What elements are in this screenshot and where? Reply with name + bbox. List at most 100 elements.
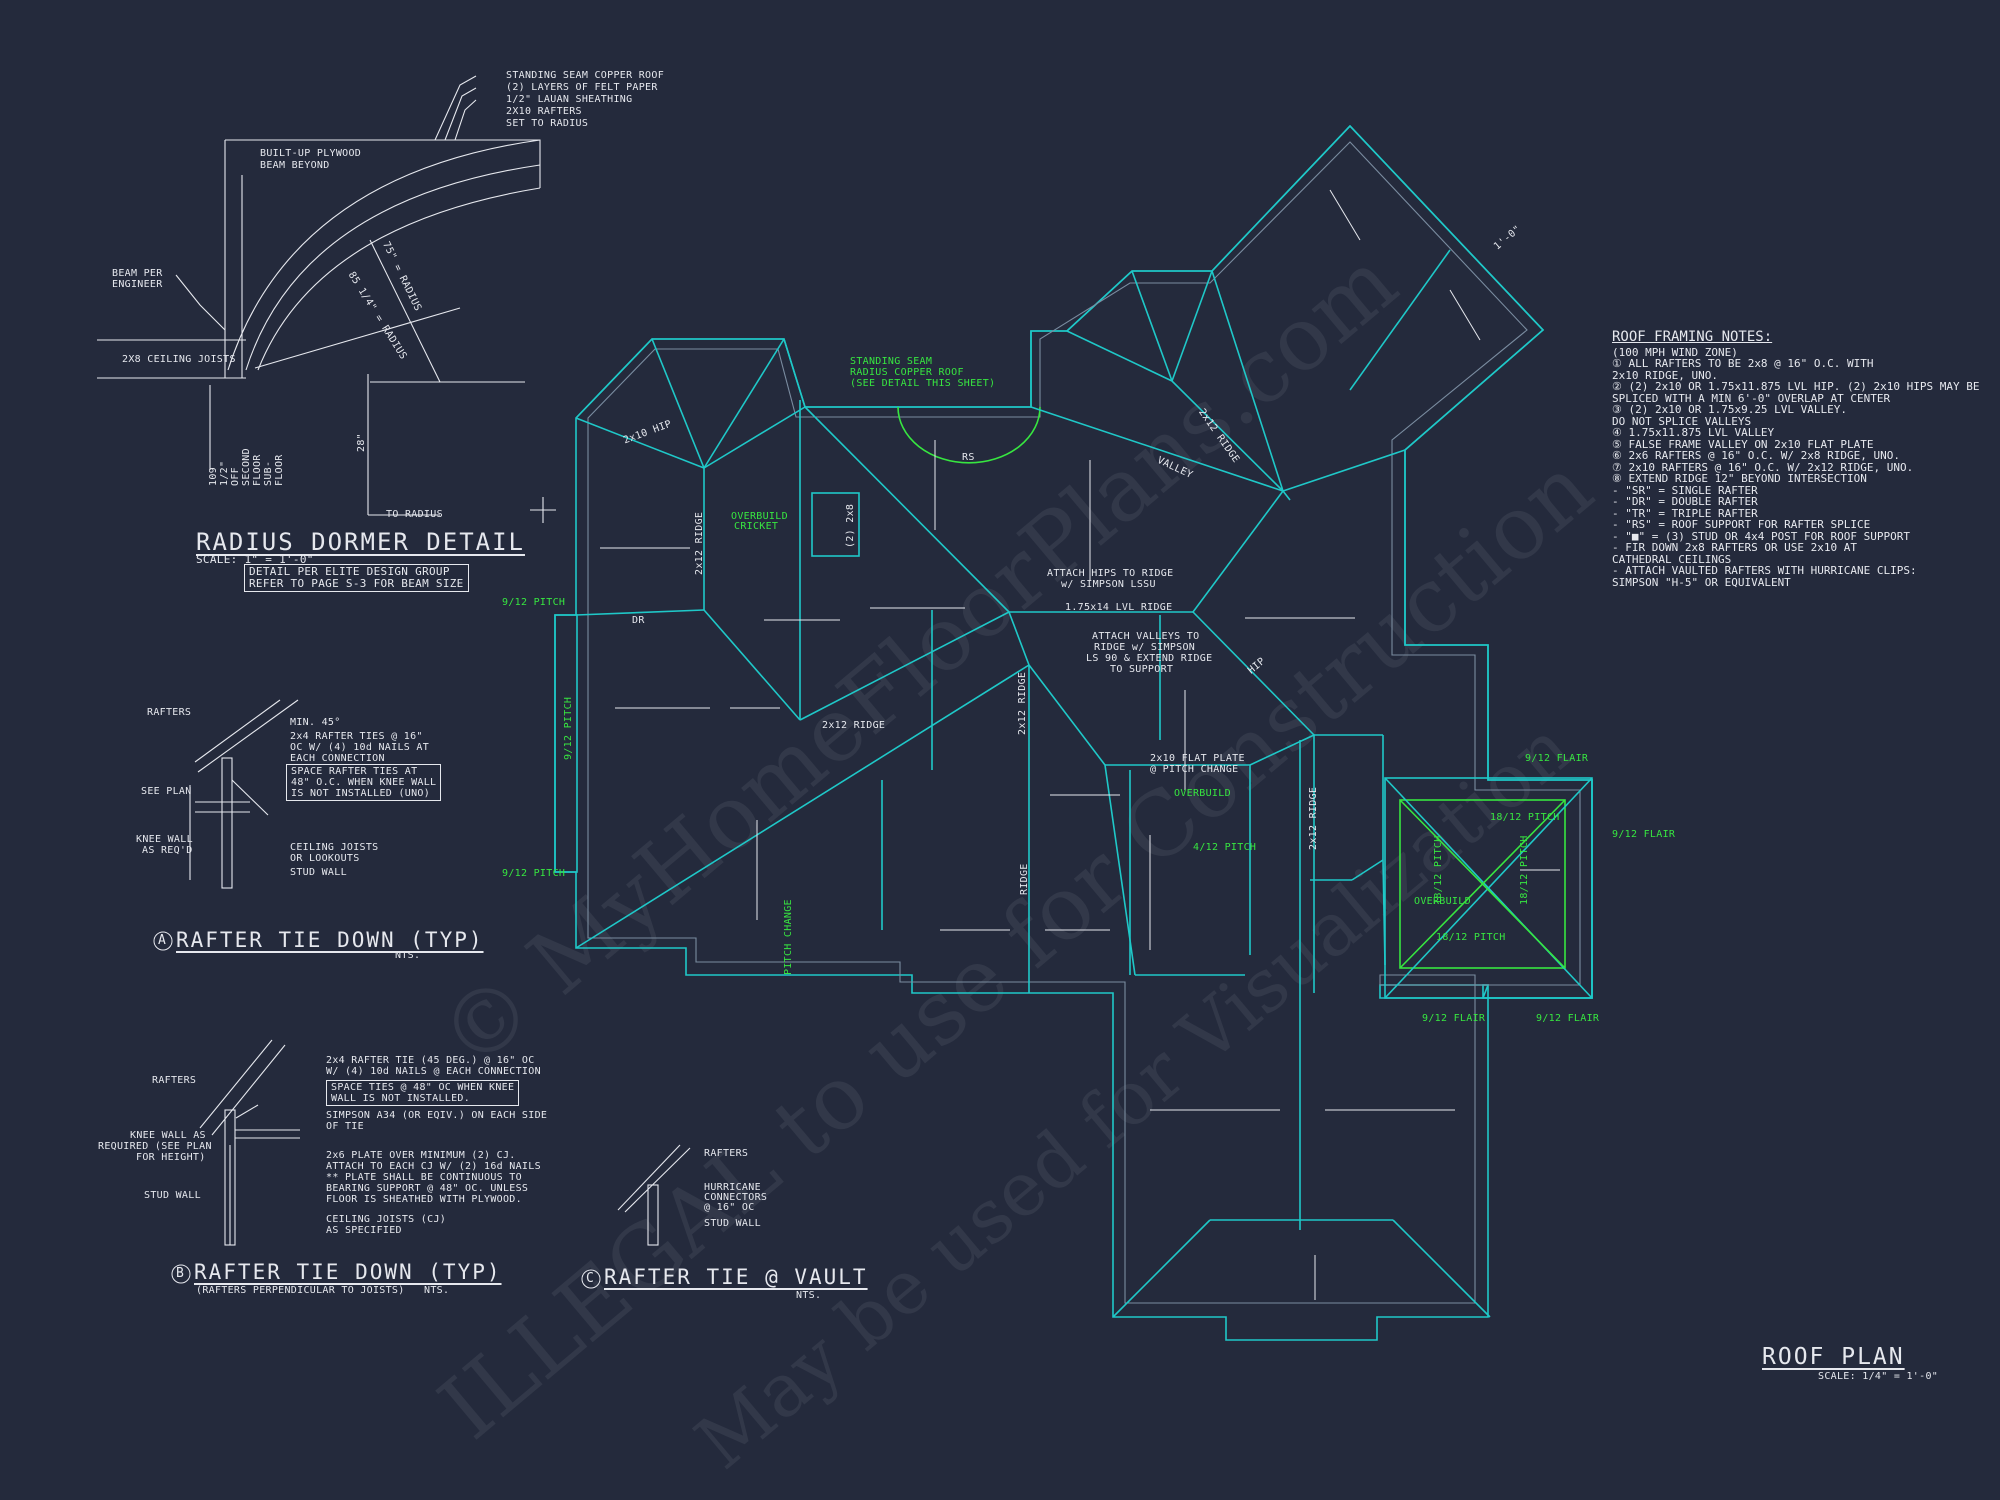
detail-a-knee-1: KNEE WALL <box>136 834 193 845</box>
detail-c-hurricane-3: @ 16" OC <box>704 1202 755 1213</box>
detail-c-title: RAFTER TIE @ VAULT <box>604 1265 868 1289</box>
label-two-2x8: (2) 2x8 <box>845 503 856 548</box>
notes-line: ⑧ EXTEND RIDGE 12" BEYOND INTERSECTION <box>1612 472 1867 485</box>
label-attach-valleys-4: TO SUPPORT <box>1110 664 1174 675</box>
detail-c-hurricane-2: CONNECTORS <box>704 1192 768 1203</box>
label-flair-bot-right: 9/12 FLAIR <box>1536 1013 1600 1024</box>
detail-b-simpson-2: OF TIE <box>326 1121 364 1132</box>
label-flair-top: 9/12 FLAIR <box>1525 753 1589 764</box>
detail-c-marker: C <box>586 1271 595 1286</box>
detail-b-space-2: WALL IS NOT INSTALLED. <box>331 1093 471 1104</box>
notes-line: ③ (2) 2x10 OR 1.75x9.25 LVL VALLEY. <box>1612 403 1848 416</box>
label-flat-plate-1: 2x10 FLAT PLATE <box>1150 753 1245 764</box>
detail-c-hurricane-1: HURRICANE <box>704 1182 761 1193</box>
detail-b-subtitle: (RAFTERS PERPENDICULAR TO JOISTS) <box>196 1285 405 1296</box>
detail-b-plate-4: BEARING SUPPORT @ 48" OC. UNLESS <box>326 1183 529 1194</box>
notes-line: ② (2) 2x10 OR 1.75x11.875 LVL HIP. (2) 2… <box>1612 380 1980 393</box>
detail-a-scale: NTS. <box>395 950 421 961</box>
detail-c-scale: NTS. <box>796 1290 822 1301</box>
detail-a-rafters: RAFTERS <box>147 707 192 718</box>
label-ridge-2x12-b: 2x12 RIDGE <box>694 511 705 575</box>
dormer-callout-3: 1/2" LAUAN SHEATHING <box>506 94 633 105</box>
detail-a-ties-2: OC W/ (4) 10d NAILS AT <box>290 742 430 753</box>
detail-b-knee-3: FOR HEIGHT) <box>136 1152 206 1163</box>
notes-line: (100 MPH WIND ZONE) <box>1612 345 1738 359</box>
dormer-to-radius: TO RADIUS <box>386 509 443 520</box>
notes-line: ④ 1.75x11.875 LVL VALLEY <box>1612 426 1775 439</box>
notes-line: - FIR DOWN 2x8 RAFTERS OR USE 2x10 AT <box>1612 541 1858 554</box>
label-standing-seam-3: (SEE DETAIL THIS SHEET) <box>850 378 996 389</box>
radius-dormer-note-2: REFER TO PAGE S-3 FOR BEAM SIZE <box>249 577 464 590</box>
dormer-dim-side: 109 1/2" OFF SECOND FLOOR SUB-FLOOR <box>208 448 285 486</box>
label-ridge-2x12-a: 2x12 RIDGE <box>822 720 886 731</box>
detail-a-stud: STUD WALL <box>290 867 347 878</box>
detail-b-marker: B <box>176 1266 185 1281</box>
detail-a-see-plan: SEE PLAN <box>141 786 192 797</box>
notes-title: ROOF FRAMING NOTES: <box>1612 329 1773 345</box>
dormer-dim-vertical: 28" <box>356 433 367 452</box>
dormer-callout-1: STANDING SEAM COPPER ROOF <box>506 70 665 81</box>
label-pitch-18-top: 18/12 PITCH <box>1490 812 1560 823</box>
label-pitch-18-left: 18/12 PITCH <box>1433 835 1444 905</box>
label-ridge-2x12-d: 2x12 RIDGE <box>1017 671 1028 735</box>
detail-c-rafters: RAFTERS <box>704 1148 749 1159</box>
notes-line: ⑦ 2x10 RAFTERS @ 16" O.C. W/ 2x12 RIDGE,… <box>1612 460 1914 474</box>
label-pitch-18-right: 18/12 PITCH <box>1519 835 1530 905</box>
detail-b-ceiling-2: AS SPECIFIED <box>326 1225 402 1236</box>
label-standing-seam-2: RADIUS COPPER ROOF <box>850 367 964 378</box>
notes-line: - "DR" = DOUBLE RAFTER <box>1612 495 1758 508</box>
radius-dormer-note-1: DETAIL PER ELITE DESIGN GROUP <box>249 565 450 578</box>
notes-line: 2x10 RIDGE, UNO. <box>1612 368 1718 382</box>
dormer-beam-1: BUILT-UP PLYWOOD <box>260 148 362 159</box>
label-pitch-change: PITCH CHANGE <box>783 899 794 975</box>
label-attach-valleys-2: RIDGE w/ SIMPSON <box>1094 642 1196 653</box>
roof-framing-notes: ROOF FRAMING NOTES: (100 MPH WIND ZONE) … <box>1612 329 1980 588</box>
label-ridge-2x12-e: 2x12 RIDGE <box>1308 786 1319 850</box>
dormer-callout-4: 2X10 RAFTERS <box>506 106 582 117</box>
label-pitch-left-side: 9/12 PITCH <box>563 696 574 760</box>
label-pitch-18-bot: 18/12 PITCH <box>1436 932 1506 943</box>
label-overbuild-2: OVERBUILD <box>1414 896 1471 907</box>
label-flat-plate-2: @ PITCH CHANGE <box>1150 764 1239 775</box>
notes-line: CATHEDRAL CEILINGS <box>1612 552 1732 566</box>
detail-b-ceiling-1: CEILING JOISTS (CJ) <box>326 1214 447 1225</box>
notes-line: DO NOT SPLICE VALLEYS <box>1612 414 1752 428</box>
detail-b-space-1: SPACE TIES @ 48" OC WHEN KNEE <box>331 1082 515 1093</box>
label-attach-hips-2: w/ SIMPSON LSSU <box>1061 579 1156 590</box>
detail-a-marker: A <box>158 933 167 948</box>
radius-dormer-note: DETAIL PER ELITE DESIGN GROUP REFER TO P… <box>244 564 469 592</box>
label-flair-right: 9/12 FLAIR <box>1612 829 1676 840</box>
detail-b-tie-2: W/ (4) 10d NAILS @ EACH CONNECTION <box>326 1066 541 1077</box>
notes-line: ⑤ FALSE FRAME VALLEY ON 2x10 FLAT PLATE <box>1612 437 1874 451</box>
detail-a-space-1: SPACE RAFTER TIES AT <box>291 766 418 777</box>
detail-a-ceiling-1: CEILING JOISTS <box>290 842 379 853</box>
label-pitch-4-12: 4/12 PITCH <box>1193 842 1257 853</box>
dormer-callout-2: (2) LAYERS OF FELT PAPER <box>506 82 658 93</box>
radius-dormer-title: RADIUS DORMER DETAIL <box>196 528 525 556</box>
notes-line: - "SR" = SINGLE RAFTER <box>1612 483 1758 497</box>
detail-a-title: RAFTER TIE DOWN (TYP) <box>176 928 484 952</box>
detail-a-knee-2: AS REQ'D <box>142 845 193 856</box>
label-rs: RS <box>962 452 975 463</box>
dormer-callout-5: SET TO RADIUS <box>506 118 589 129</box>
dormer-engineer-2: ENGINEER <box>112 279 163 290</box>
label-flair-bot-left: 9/12 FLAIR <box>1422 1013 1486 1024</box>
label-standing-seam-1: STANDING SEAM <box>850 356 933 367</box>
detail-a-ceiling-2: OR LOOKOUTS <box>290 853 360 864</box>
notes-line: SPLICED WITH A MIN 6'-0" OVERLAP AT CENT… <box>1612 391 1891 405</box>
notes-line: - "■" = (3) STUD OR 4x4 POST FOR ROOF SU… <box>1612 529 1911 543</box>
detail-b-plate-1: 2x6 PLATE OVER MINIMUM (2) CJ. <box>326 1150 516 1161</box>
label-attach-hips-1: ATTACH HIPS TO RIDGE <box>1047 568 1174 579</box>
label-attach-valleys-1: ATTACH VALLEYS TO <box>1092 631 1200 642</box>
label-attach-valleys-3: LS 90 & EXTEND RIDGE <box>1086 653 1213 664</box>
detail-b-plate-5: FLOOR IS SHEATHED WITH PLYWOOD. <box>326 1194 522 1205</box>
detail-b-scale: NTS. <box>424 1285 450 1296</box>
detail-b-knee-2: REQUIRED (SEE PLAN <box>98 1141 212 1152</box>
roof-plan-title: ROOF PLAN <box>1762 1344 1905 1370</box>
detail-b-knee-1: KNEE WALL AS <box>130 1130 206 1141</box>
detail-b-simpson-1: SIMPSON A34 (OR EQIV.) ON EACH SIDE <box>326 1110 548 1121</box>
detail-b-plate-2: ATTACH TO EACH CJ W/ (2) 16d NAILS <box>326 1161 541 1172</box>
detail-a-ties-3: EACH CONNECTION <box>290 753 385 764</box>
detail-b-tie-1: 2x4 RAFTER TIE (45 DEG.) @ 16" OC <box>326 1055 535 1066</box>
